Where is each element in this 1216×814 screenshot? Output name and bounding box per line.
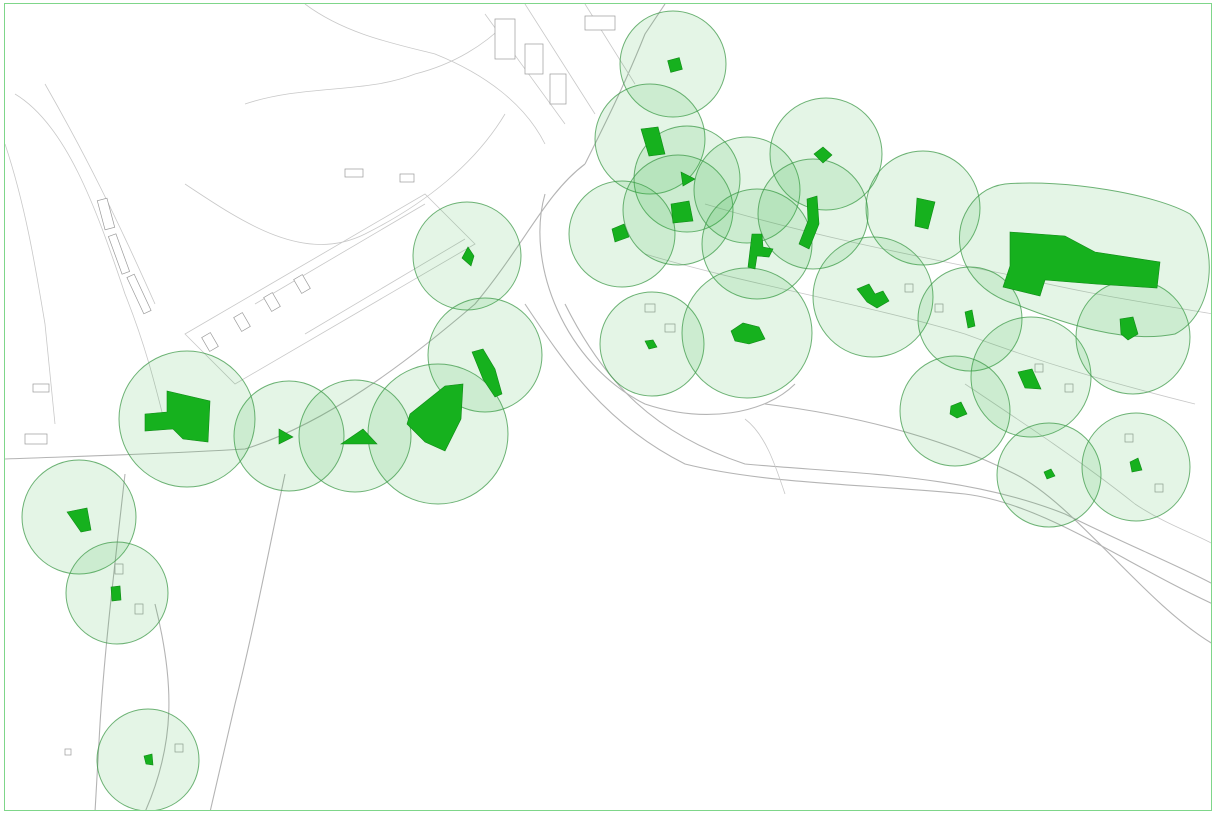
building <box>174 743 184 753</box>
facility-polygon[interactable] <box>747 233 774 270</box>
building-footprints-layer <box>24 15 1164 756</box>
facility-polygon[interactable] <box>644 339 658 350</box>
facility-polygon[interactable] <box>964 309 976 329</box>
building <box>64 748 72 756</box>
river-bank-north <box>524 303 1211 604</box>
north-terrain-5 <box>304 4 546 145</box>
building <box>494 18 516 60</box>
facility-polygon[interactable] <box>406 383 464 452</box>
facility-polygon[interactable] <box>680 171 696 187</box>
facility-polygon[interactable] <box>110 585 122 602</box>
building <box>134 603 144 615</box>
facility-polygon[interactable] <box>611 223 630 243</box>
facility-polygon[interactable] <box>340 428 378 445</box>
building <box>344 168 364 178</box>
north-terrain-3 <box>184 113 506 245</box>
facility-polygon[interactable] <box>1119 316 1139 341</box>
building <box>96 197 116 231</box>
east-street-2 <box>644 253 1196 405</box>
building <box>114 563 124 575</box>
highway-north <box>584 4 666 165</box>
facility-polygon[interactable] <box>461 246 475 267</box>
facility-polygon[interactable] <box>143 753 154 766</box>
building <box>549 73 567 105</box>
facility-polygon[interactable] <box>670 200 694 224</box>
building <box>664 323 676 333</box>
building <box>32 383 50 393</box>
north-terrain-1 <box>14 93 166 425</box>
road-network-layer <box>5 4 1211 810</box>
facility-polygon[interactable] <box>66 507 92 533</box>
building <box>904 283 914 293</box>
map-canvas[interactable] <box>5 4 1212 811</box>
facility-polygon[interactable] <box>730 322 766 345</box>
loop-road <box>539 193 796 415</box>
facility-polygon[interactable] <box>1043 468 1056 480</box>
building <box>1154 483 1164 493</box>
south-valley-road-3 <box>145 603 170 810</box>
facility-polygon[interactable] <box>471 348 503 398</box>
north-terrain-2 <box>44 83 156 305</box>
river-bank-east <box>564 303 1211 584</box>
south-valley-road-2 <box>94 473 126 810</box>
building <box>1034 363 1044 373</box>
main-highway <box>5 163 586 460</box>
industrial-grid-2 <box>254 203 466 335</box>
north-terrain-4 <box>244 23 506 105</box>
facility-polygon[interactable] <box>278 428 294 445</box>
facility-polygon[interactable] <box>856 283 890 309</box>
river-bank-far <box>764 403 1211 644</box>
facility-polygon[interactable] <box>798 195 820 250</box>
facility-polygon[interactable] <box>949 401 968 419</box>
building <box>293 274 311 294</box>
building <box>233 312 251 332</box>
south-valley-road <box>209 473 286 810</box>
facility-polygon[interactable] <box>1017 368 1042 390</box>
small-loop <box>744 418 786 495</box>
building <box>584 15 616 31</box>
east-street-1 <box>704 203 1211 315</box>
building <box>1064 383 1074 393</box>
facility-polygon[interactable] <box>1002 231 1161 297</box>
facility-polygon[interactable] <box>1129 457 1143 473</box>
facility-polygon[interactable] <box>640 126 666 157</box>
north-terrain-6 <box>5 143 56 425</box>
building <box>126 273 152 315</box>
facility-polygon[interactable] <box>667 57 683 73</box>
building <box>263 292 281 312</box>
building <box>24 433 48 445</box>
building <box>524 43 544 75</box>
facility-polygon[interactable] <box>914 197 936 230</box>
building <box>644 303 656 313</box>
facility-layer <box>66 57 1161 766</box>
map-frame <box>4 3 1212 811</box>
east-street-3 <box>964 383 1211 544</box>
building <box>1124 433 1134 443</box>
building <box>107 233 131 275</box>
building <box>399 173 415 183</box>
industrial-grid-1 <box>184 193 476 385</box>
building <box>201 332 219 352</box>
facility-polygon[interactable] <box>144 390 211 443</box>
facility-polygon[interactable] <box>813 146 833 164</box>
building <box>934 303 944 313</box>
